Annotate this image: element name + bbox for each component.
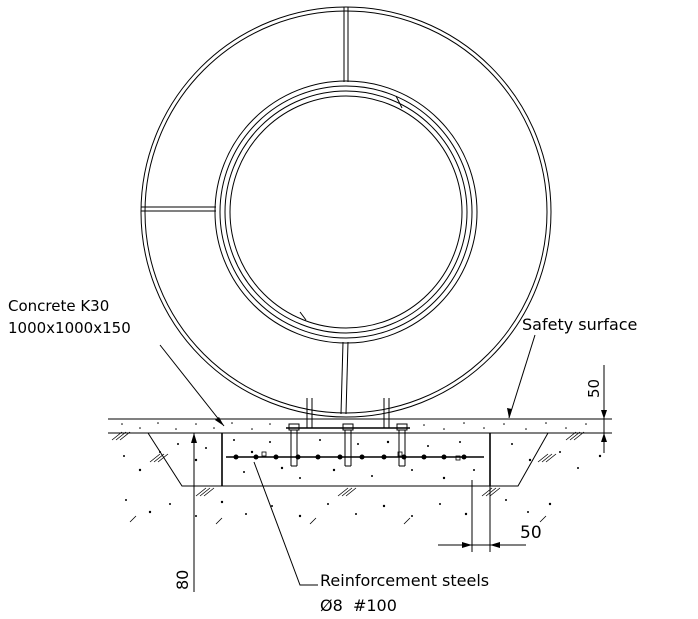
concrete-label-line2: 1000x1000x150 [8, 319, 131, 337]
ring-structure [140, 6, 552, 418]
anchor-bolt [396, 423, 408, 467]
anchor-bolts [288, 423, 408, 467]
excavation-pit [147, 432, 549, 487]
dimension-edge-offset-value: 50 [520, 523, 542, 543]
concrete-label-line1: Concrete K30 [8, 297, 109, 315]
dimension-depth-value: 80 [173, 570, 192, 590]
leader-reinforcement [253, 461, 318, 586]
ground-hatch-marks [111, 431, 585, 497]
safety-surface-layer [108, 418, 611, 434]
reinforcement-label-line2: Ø8 #100 [320, 596, 397, 615]
leader-concrete [159, 344, 225, 427]
dimension-surface-thickness-value: 50 [585, 379, 603, 398]
reinforcement-label-line1: Reinforcement steels [320, 571, 489, 590]
concrete-texture [233, 439, 475, 480]
dimension-surface-thickness [596, 365, 612, 453]
reinforcement-bar [226, 454, 484, 460]
anchor-bolt [288, 423, 300, 467]
support-posts [286, 398, 410, 429]
surface-texture [121, 422, 587, 430]
dimension-edge-offset [438, 480, 526, 552]
soil-texture [123, 443, 602, 525]
safety-surface-label: Safety surface [522, 315, 637, 334]
leader-safety-surface [507, 334, 536, 419]
anchor-bolt [342, 423, 354, 467]
dimension-depth [188, 432, 200, 592]
